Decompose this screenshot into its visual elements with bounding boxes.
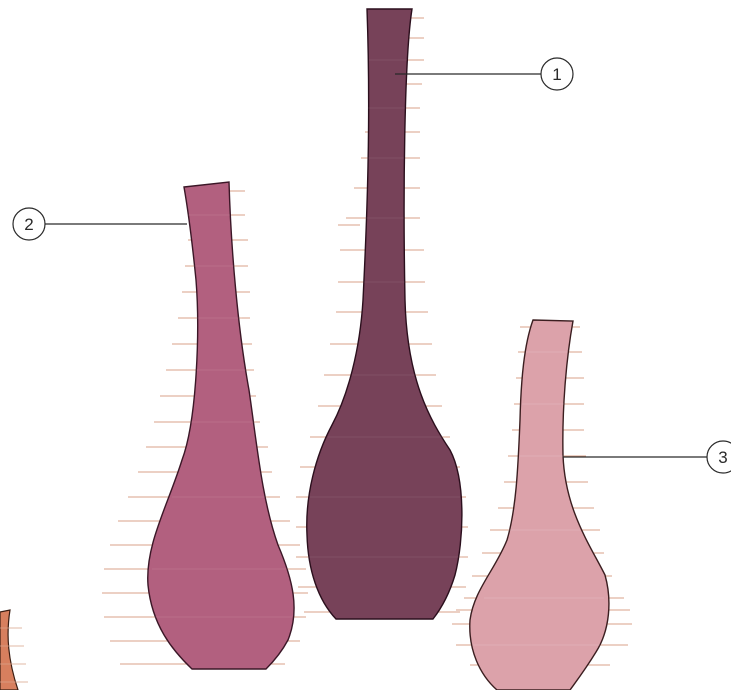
callout-2: 2 [13,208,187,240]
callout-label-3: 3 [718,448,727,467]
partial-vase [0,610,28,690]
callout-1: 1 [395,58,573,90]
vase-2 [102,182,308,669]
vase-1 [296,9,468,619]
callout-3: 3 [563,441,731,473]
callout-label-1: 1 [552,65,561,84]
callout-label-2: 2 [24,215,33,234]
vase-3 [452,320,632,690]
